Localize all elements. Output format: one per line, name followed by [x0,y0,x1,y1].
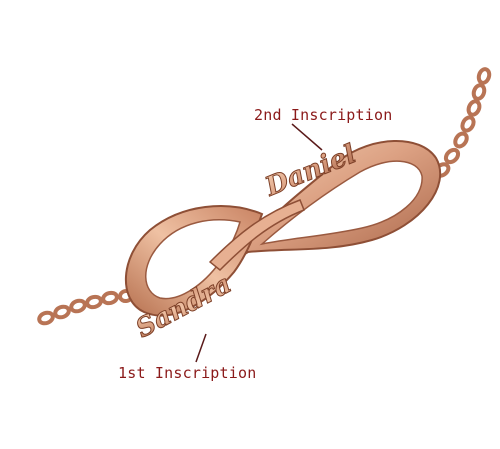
callout-second-inscription: 2nd Inscription [254,106,393,124]
chain-right [433,67,492,178]
infinity-pendant [124,140,442,317]
callout-line-first [195,333,207,363]
chain-left [37,288,134,326]
callout-line-second [291,123,323,151]
callout-first-inscription: 1st Inscription [118,364,257,382]
